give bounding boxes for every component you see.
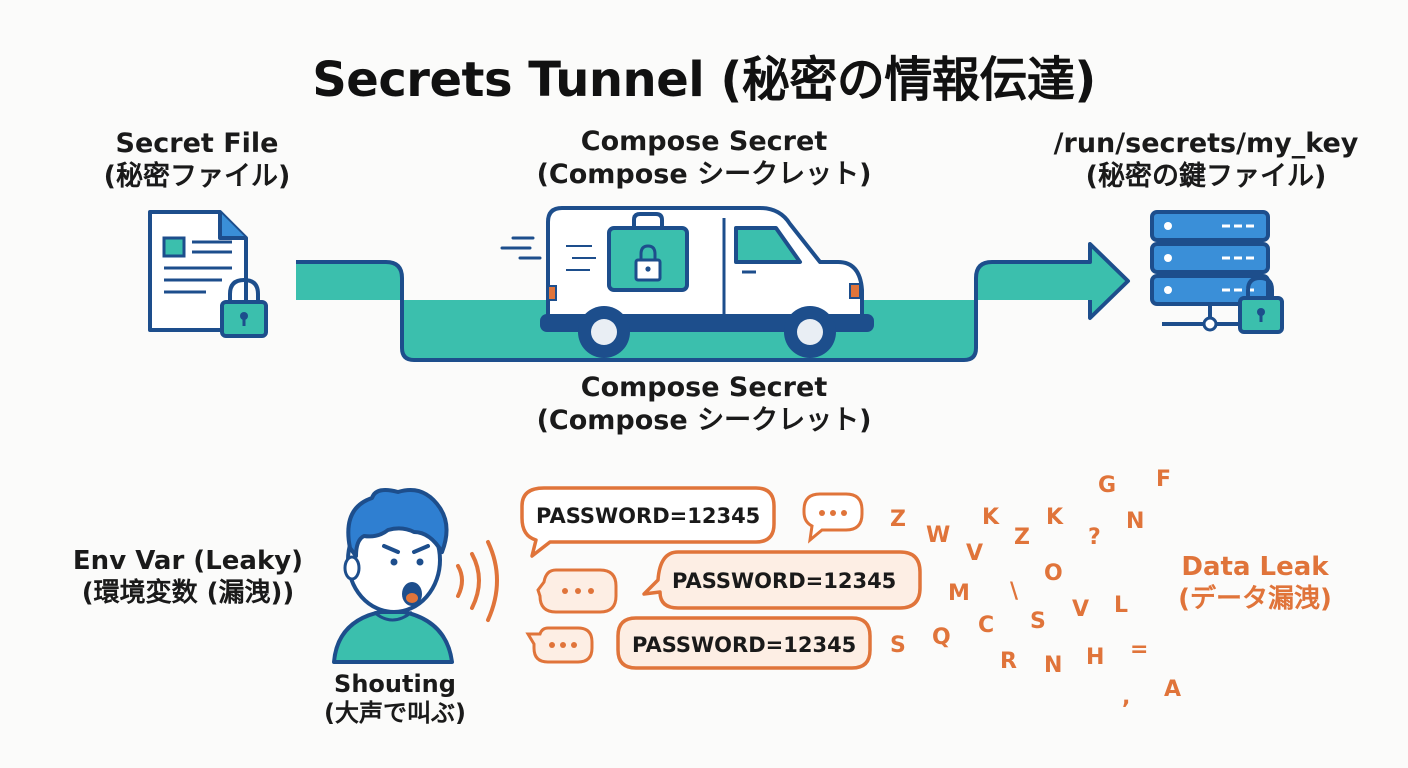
- compose-secret-top-title: Compose Secret: [580, 126, 828, 157]
- leak-letter: N: [1126, 509, 1144, 534]
- secret-file-subtitle: (秘密ファイル): [103, 160, 291, 192]
- leak-letter: O: [1044, 561, 1063, 586]
- run-secrets-path: /run/secrets/my_key: [1053, 128, 1359, 159]
- leak-letter: S: [890, 633, 906, 658]
- chat-dots-icon: [536, 568, 618, 614]
- leak-letter: K: [1046, 505, 1064, 530]
- page-title: Secrets Tunnel (秘密の情報伝達): [312, 52, 1096, 108]
- leak-letter: =: [1130, 637, 1148, 662]
- leak-letter: F: [1156, 467, 1171, 492]
- speech-bubble-1: PASSWORD=12345: [520, 486, 776, 558]
- leak-letter: ?: [1088, 525, 1101, 550]
- chat-dots-icon: [802, 492, 864, 544]
- shouting-subtitle: (大声で叫ぶ): [324, 699, 466, 728]
- env-var-title: Env Var (Leaky): [72, 546, 304, 576]
- data-leak-title: Data Leak: [1181, 552, 1329, 582]
- compose-secret-bottom-title: Compose Secret: [580, 372, 828, 403]
- leak-letter: \: [1010, 579, 1019, 604]
- leak-letter: V: [1072, 597, 1089, 622]
- secret-file-icon: [148, 210, 268, 338]
- leak-letter: N: [1044, 653, 1062, 678]
- leak-letter: S: [1030, 609, 1046, 634]
- leak-letter: C: [978, 613, 994, 638]
- compose-secret-bottom-subtitle: (Compose シークレット): [536, 404, 872, 436]
- leak-letter: Z: [1014, 525, 1030, 550]
- leak-letter: G: [1098, 473, 1116, 498]
- server-icon: [1150, 210, 1284, 334]
- secret-file-title: Secret File: [115, 128, 279, 159]
- leak-letter: Z: [890, 507, 906, 532]
- leak-letter: L: [1114, 593, 1128, 618]
- compose-secret-top-label: Compose Secret (Compose シークレット): [504, 126, 904, 192]
- compose-secret-bottom-label: Compose Secret (Compose シークレット): [504, 372, 904, 438]
- bubble-2-text: PASSWORD=12345: [672, 569, 896, 593]
- shouting-label: Shouting (大声で叫ぶ): [300, 670, 490, 729]
- data-leak-subtitle: (データ漏洩): [1178, 583, 1332, 614]
- run-secrets-subtitle: (秘密の鍵ファイル): [1085, 160, 1327, 192]
- leak-letter: R: [1000, 649, 1017, 674]
- shouting-title: Shouting: [334, 670, 456, 698]
- leak-letter: K: [982, 505, 1000, 530]
- delivery-van-icon: [500, 206, 874, 358]
- compose-secret-top-subtitle: (Compose シークレット): [536, 158, 872, 190]
- shouting-person-icon: [332, 488, 499, 664]
- leak-letter: ,: [1122, 685, 1130, 710]
- secret-file-label: Secret File (秘密ファイル): [86, 128, 308, 194]
- bubble-3-text: PASSWORD=12345: [632, 633, 856, 657]
- bubble-1-text: PASSWORD=12345: [536, 504, 760, 528]
- speech-bubble-3: PASSWORD=12345: [616, 616, 872, 670]
- leak-letter: H: [1086, 645, 1104, 670]
- env-var-subtitle: (環境変数 (漏洩)): [81, 577, 295, 608]
- run-secrets-label: /run/secrets/my_key (秘密の鍵ファイル): [1028, 128, 1384, 194]
- leak-letter: W: [926, 523, 950, 548]
- leak-letter: Q: [932, 625, 951, 650]
- leak-letter: V: [966, 541, 983, 566]
- leak-letter: M: [948, 581, 970, 606]
- data-leak-label: Data Leak (データ漏洩): [1160, 552, 1350, 615]
- speech-bubble-2: PASSWORD=12345: [642, 550, 922, 610]
- env-var-label: Env Var (Leaky) (環境変数 (漏洩)): [56, 546, 320, 609]
- chat-dots-icon: [525, 626, 594, 664]
- leak-letter: A: [1164, 677, 1181, 702]
